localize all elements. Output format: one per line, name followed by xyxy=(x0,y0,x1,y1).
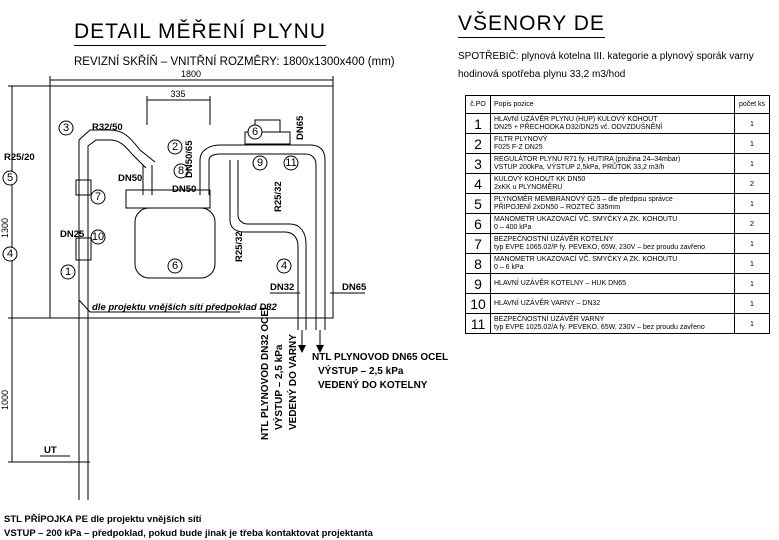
position-marker: 5 xyxy=(7,172,13,184)
project-title: VŠENORY DE xyxy=(458,12,605,38)
meter-top xyxy=(125,189,211,209)
label-dn50-a: DN50 xyxy=(118,173,142,184)
dim-1800-text: 1800 xyxy=(181,69,201,79)
legend-row-desc: HLAVNÍ UZÁVĚR VARNY – DN32 xyxy=(490,293,735,314)
label-r25-20: R25/20 xyxy=(4,152,35,163)
outlet-dn32-line3: VEDENÝ DO VARNY xyxy=(286,334,299,430)
dim-1300-text: 1300 xyxy=(0,218,10,238)
label-dn25: DN25 xyxy=(60,229,85,240)
legend-row-desc: PLYNOMĚR MEMBRÁNOVÝ G25 – dle předpisu s… xyxy=(490,193,735,214)
position-marker: 2 xyxy=(172,141,178,153)
marker-3-circle xyxy=(58,120,74,136)
label-r25-32-b: R25/32 xyxy=(234,231,245,262)
consumers-line: SPOTŘEBIČ: plynová kotelna III. kategori… xyxy=(458,51,754,62)
dim-1000-text: 1000 xyxy=(0,390,10,410)
cabinet-outline xyxy=(49,85,334,319)
position-marker: 6 xyxy=(252,126,258,138)
gas-meter-body xyxy=(134,207,216,279)
footer-line2: VSTUP – 200 kPa – předpoklad, pokud bude… xyxy=(4,528,374,539)
outlet-dn65-line3: VEDENÝ DO KOTELNY xyxy=(318,378,428,391)
label-dn32: DN32 xyxy=(270,282,294,293)
label-dn65-bottom: DN65 xyxy=(342,282,367,293)
legend-row-desc: FILTR PLYNOVÝ F025 F-Z DN25 xyxy=(490,133,735,154)
position-marker: 11 xyxy=(285,157,296,169)
label-r32-50: R32/50 xyxy=(92,122,123,133)
outlet-dn65-line1: NTL PLYNOVOD DN65 OCEL xyxy=(312,352,448,363)
legend-row-desc: MANOMETR UKAZOVACÍ VČ. SMYČKY A ZK. KOHO… xyxy=(490,213,735,234)
legend-row-qty: 1 xyxy=(734,313,770,334)
detail-title: DETAIL MĚŘENÍ PLYNU xyxy=(74,20,326,46)
position-marker: 10 xyxy=(92,231,104,243)
legend-row-desc: BEZPEČNOSTNÍ UZÁVĚR KOTELNY typ EVPE 106… xyxy=(490,233,735,254)
dim-335-text: 335 xyxy=(170,89,185,99)
legend-row-desc: BEZPEČNOSTNÍ UZÁVĚR VARNY typ EVPE 1025.… xyxy=(490,313,735,334)
position-marker: 8 xyxy=(178,165,184,177)
cabinet-subtitle: REVIZNÍ SKŘÍŇ – VNITŘNÍ ROZMĚRY: 1800x13… xyxy=(74,56,395,68)
project-note: dle projektu vnějších sítí předpoklad D3… xyxy=(92,302,277,313)
footer-line1: STL PŘÍPOJKA PE dle projektu vnějších sí… xyxy=(4,513,202,525)
gas-filter xyxy=(75,237,92,261)
label-ut: UT xyxy=(44,445,57,456)
position-marker: 4 xyxy=(7,248,13,260)
position-marker: 1 xyxy=(65,266,71,278)
position-marker: 3 xyxy=(63,122,69,134)
label-dn50-65: DN50/65 xyxy=(184,140,195,178)
outlet-dn65-line2: VÝSTUP – 2,5 kPa xyxy=(318,364,404,377)
outlet-dn32-line2: VÝSTUP – 2,5 kPa xyxy=(272,344,285,430)
label-dn50-b: DN50 xyxy=(172,184,196,195)
position-marker: 6 xyxy=(172,260,178,272)
consumption-line: hodinová spotřeba plynu 33,2 m3/hod xyxy=(458,69,626,80)
legend-row-desc: REGULÁTOR PLYNU R71 fy. HUTIRA (pružina … xyxy=(490,153,735,174)
label-dn65: DN65 xyxy=(295,115,306,140)
position-marker: 7 xyxy=(95,191,101,203)
legend-row-desc: HLAVNÍ UZÁVĚR PLYNU (HUP) KULOVÝ KOHOUT … xyxy=(490,113,735,134)
label-r25-32-a: R25/32 xyxy=(273,181,284,212)
outlet-dn32-line1: NTL PLYNOVOD DN32 OCEL xyxy=(260,304,271,440)
position-marker: 4 xyxy=(281,260,287,272)
position-marker: 9 xyxy=(257,157,263,169)
